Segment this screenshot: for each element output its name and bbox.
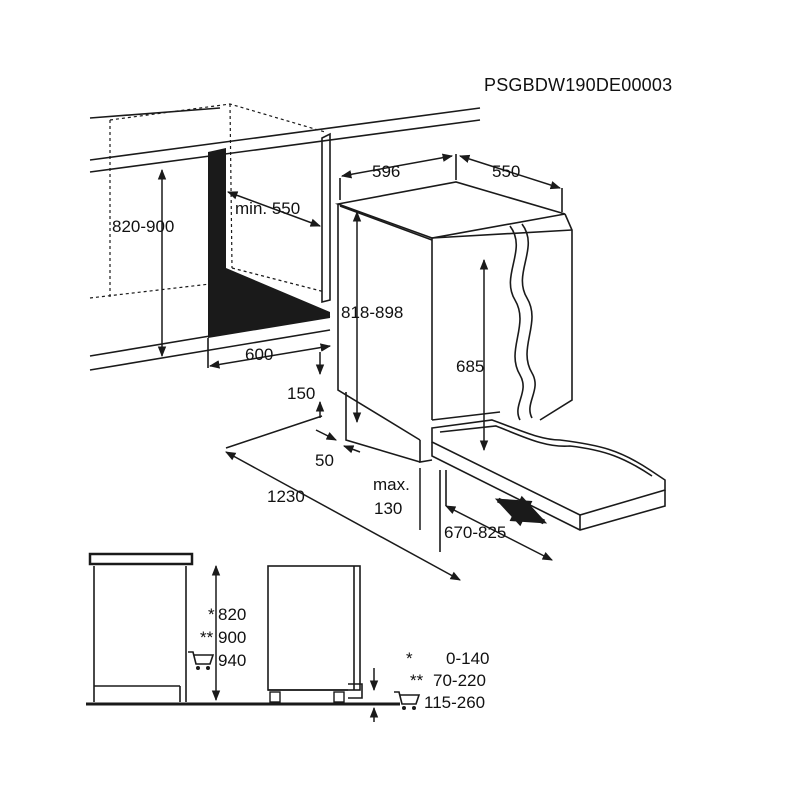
- dim-width-top: 596: [372, 162, 400, 181]
- plinth-mark-1: *: [406, 649, 413, 668]
- open-door: [431, 419, 666, 531]
- dim-niche-width: 600: [245, 345, 273, 364]
- height-mark-1: *: [208, 605, 215, 624]
- niche-outline: [89, 103, 326, 300]
- dim-min-depth: min. 550: [235, 199, 300, 218]
- height-value-3: 940: [218, 651, 246, 670]
- dim-panel-height: 685: [456, 357, 484, 376]
- double-arrow-icon: [494, 495, 548, 527]
- trolley-icon: [394, 691, 421, 710]
- dim-door-travel: 670-825: [444, 523, 506, 542]
- dim-depth-top: 550: [492, 162, 520, 181]
- plinth-mark-2: **: [410, 671, 424, 690]
- niche-side-panel: [321, 132, 331, 304]
- worktop: [89, 107, 481, 371]
- dim-appliance-height: 818-898: [341, 303, 403, 322]
- height-value-2: 900: [218, 628, 246, 647]
- dim-plinth-50: 50: [315, 451, 334, 470]
- side-view-appliance: [267, 565, 363, 703]
- plinth-value-3: 115-260: [424, 693, 485, 712]
- dim-max-value: 130: [374, 499, 402, 518]
- product-code: PSGBDW190DE00003: [484, 75, 672, 95]
- height-value-1: 820: [218, 605, 246, 624]
- door-panel: [509, 223, 536, 421]
- side-view-cabinet: [88, 552, 194, 702]
- dim-door-swing: 1230: [267, 487, 305, 506]
- dishwasher-body: [334, 181, 573, 463]
- plinth-value-2: 70-220: [433, 671, 486, 690]
- trolley-icon: [188, 651, 215, 670]
- height-mark-2: **: [200, 628, 214, 647]
- dim-max-label: max.: [373, 475, 410, 494]
- niche-floor-shadow: [208, 148, 330, 338]
- dim-niche-height: 820-900: [112, 217, 174, 236]
- plinth-value-1: 0-140: [446, 649, 489, 668]
- dim-plinth-150: 150: [287, 384, 315, 403]
